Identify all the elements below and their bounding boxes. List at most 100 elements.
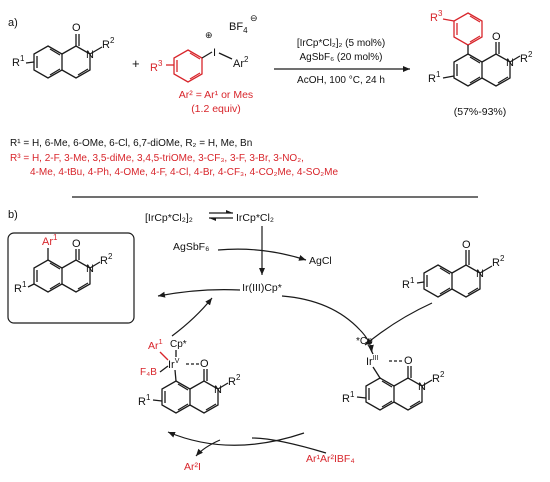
irv-r2-sup: 2: [236, 373, 241, 382]
ir3-ir-label: Ir: [366, 356, 373, 368]
cycle-arrow-to-cmd: [281, 295, 361, 331]
ir3-r1-label: R: [342, 393, 350, 405]
silver-chloride-byproduct: AgCl: [309, 255, 332, 267]
box-r1-label: R: [14, 283, 22, 295]
box-r2-label: R: [100, 255, 108, 267]
ir3-amide-n: N: [418, 381, 426, 393]
oxidative-addition-arrow: [167, 431, 305, 446]
svg-text:IrV: IrV: [168, 358, 180, 371]
substrate-b-r1-sup: 1: [410, 276, 415, 285]
svg-text:IrIII: IrIII: [366, 355, 379, 368]
reductive-elimination-arrow: [171, 297, 213, 337]
reagent-out-label: Ar²I: [184, 461, 201, 473]
box-r2-sup: 2: [108, 252, 113, 261]
ir3-r2-sup: 2: [440, 370, 445, 379]
panel-b-label: b): [8, 209, 18, 221]
product-r2-sup: 2: [528, 50, 533, 59]
product-r3-label: R: [430, 12, 438, 24]
boxed-product-structure: Ar1 O N R2 R1: [14, 233, 113, 295]
substrate-b-r1-label: R: [402, 279, 410, 291]
svg-text:Ar1: Ar1: [42, 233, 58, 248]
svg-text:R1: R1: [138, 393, 151, 408]
ar2-label: Ar: [233, 58, 244, 70]
substrate-isoquinolinone-a: O N R2 R1: [12, 22, 115, 79]
ir3-carbonyl-o: O: [404, 355, 413, 367]
arylated-product-a: R3 O N R2 R1 (57%-93%): [428, 9, 533, 118]
reagent-in-label: Ar¹Ar²IBF₄: [306, 453, 355, 465]
catalyst-condition: [IrCp*Cl₂]₂ (5 mol%): [297, 38, 385, 49]
scope-r1-r2: R¹ = H, 6-Me, 6-OMe, 6-Cl, 6,7-diOMe, R₂…: [10, 138, 252, 149]
product-release-arrow: [157, 289, 241, 298]
additive-condition: AgSbF₆ (20 mol%): [300, 52, 383, 63]
substrate-b-carbonyl-o: O: [462, 239, 471, 251]
reagent-exit-arrow: [195, 439, 221, 457]
ar2-sup: 2: [244, 55, 249, 64]
irv-ir-label: Ir: [168, 359, 175, 371]
iridacycle-iii: *Cp IrIII O N R2 R1: [342, 336, 445, 411]
box-amide-n: N: [86, 263, 94, 275]
irv-ox-label: V: [175, 358, 180, 365]
substrate-b-r2-sup: 2: [500, 254, 505, 263]
irv-r1-sup: 1: [146, 393, 151, 402]
r2-sup: 2: [110, 36, 115, 45]
product-r1-sup: 1: [436, 70, 441, 79]
svg-text:Ar1: Ar1: [148, 337, 163, 352]
reagent-entry-curve: [251, 437, 327, 454]
svg-text:R1: R1: [12, 54, 25, 69]
ir3-ox-label: III: [373, 355, 379, 362]
iridium-v-intermediate: Ar1 Cp* IrV F₄B O N R2 R1: [138, 337, 241, 414]
product-carbonyl-o: O: [492, 31, 501, 43]
irv-r2-label: R: [228, 376, 236, 388]
dimer-precatalyst: [IrCp*Cl₂]₂: [145, 212, 193, 224]
substrate-entry-arrow: [364, 302, 433, 346]
product-amide-n: N: [506, 57, 514, 69]
silver-exchange-arrow: [217, 248, 307, 261]
ir3-r2-label: R: [432, 373, 440, 385]
irv-ar1-label: Ar: [148, 340, 159, 352]
substrate-b-amide-n: N: [476, 268, 484, 280]
svg-text:R2: R2: [492, 254, 505, 269]
svg-text:R1: R1: [402, 276, 415, 291]
r3-sup: 3: [158, 59, 163, 68]
svg-text:R1: R1: [14, 280, 27, 295]
scope-r3-line1: R³ = H, 2-F, 3-Me, 3,5-diMe, 3,4,5-triOM…: [10, 153, 304, 164]
active-ir-catalyst: Ir(III)Cp*: [242, 282, 282, 294]
svg-text:Ar2: Ar2: [233, 55, 249, 70]
box-ar1-label: Ar: [42, 236, 53, 248]
carbonyl-o: O: [72, 22, 81, 34]
svg-text:R2: R2: [100, 252, 113, 267]
irv-cp-label: Cp*: [170, 339, 187, 350]
svg-text:R2: R2: [520, 50, 533, 65]
amide-n: N: [86, 49, 94, 61]
monomer-precatalyst: IrCp*Cl₂: [236, 212, 274, 224]
irv-amide-n: N: [214, 384, 222, 396]
box-r1-sup: 1: [22, 280, 27, 289]
reagent-equiv: (1.2 equiv): [191, 103, 241, 115]
svg-text:R3: R3: [430, 9, 443, 24]
silver-salt: AgSbF₆: [173, 241, 209, 253]
r1-label: R: [12, 57, 20, 69]
svg-text:R3: R3: [150, 59, 163, 74]
ir3-r1-sup: 1: [350, 390, 355, 399]
irv-ar1-sup: 1: [159, 337, 163, 346]
yield-range: (57%-93%): [454, 106, 507, 118]
substrate-isoquinolinone-b: O N R2 R1: [402, 239, 505, 298]
r3-label: R: [150, 62, 158, 74]
product-r2-label: R: [520, 53, 528, 65]
product-box: [7, 232, 135, 324]
r1-sup: 1: [20, 54, 25, 63]
scope-r3-line2: 4-Me, 4-tBu, 4-Ph, 4-OMe, 4-F, 4-Cl, 4-B…: [30, 167, 338, 178]
iodine-atom: I: [213, 47, 216, 59]
ar2-definition: Ar² = Ar¹ or Mes: [179, 89, 253, 101]
svg-text:R2: R2: [102, 36, 115, 51]
irv-carbonyl-o: O: [200, 358, 209, 370]
solvent-condition: AcOH, 100 °C, 24 h: [297, 75, 385, 86]
svg-text:R2: R2: [228, 373, 241, 388]
bf4-label: BF: [229, 21, 243, 33]
box-carbonyl-o: O: [72, 238, 81, 250]
diaryliodonium-reagent: R3 ⊕ I BF4 ⊖ Ar2 Ar² = Ar¹ or Mes (1.2 e…: [150, 13, 258, 115]
bf4-sub: 4: [243, 26, 248, 35]
plus-sign: +: [132, 56, 140, 71]
